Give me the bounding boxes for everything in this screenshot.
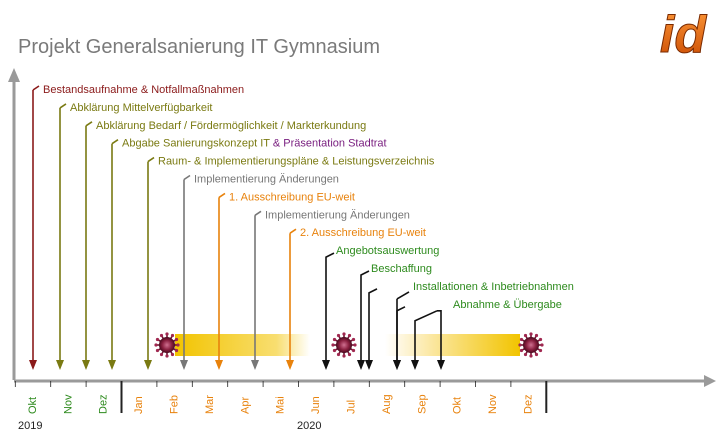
- logo-text: id: [660, 6, 707, 64]
- month-label: Mai: [275, 396, 287, 414]
- milestone-label: 2. Ausschreibung EU-weit: [300, 227, 426, 239]
- milestone-label-part: & Präsentation Stadtrat: [270, 138, 387, 150]
- month-label: Jun: [310, 396, 322, 414]
- phase-bar-2: [385, 334, 520, 356]
- milestone-label: Angebotsauswertung: [336, 245, 439, 257]
- milestone-label: 1. Ausschreibung EU-weit: [229, 191, 355, 203]
- milestone: Implementierung Änderungen: [251, 209, 410, 370]
- month-label: Sep: [416, 394, 428, 414]
- month-label: Jan: [133, 396, 145, 414]
- milestone-label: Abnahme & Übergabe: [453, 299, 562, 311]
- milestone: Abklärung Bedarf / Fördermöglichkeit / M…: [82, 120, 366, 370]
- x-axis-arrow: [704, 375, 716, 387]
- milestone-label: Implementierung Änderungen: [194, 173, 339, 185]
- month-label: Feb: [169, 395, 181, 414]
- page-title: Projekt Generalsanierung IT Gymnasium: [18, 36, 381, 58]
- virus-icon: [331, 332, 357, 358]
- milestone-label: Abklärung Mittelverfügbarkeit: [70, 102, 212, 114]
- year-label-2020: 2020: [297, 420, 322, 432]
- month-label: Nov: [62, 394, 74, 414]
- month-label: Nov: [487, 394, 499, 414]
- month-label: Dez: [98, 394, 110, 414]
- milestone-label: Beschaffung: [371, 263, 432, 275]
- month-label: Apr: [239, 397, 251, 414]
- milestone: Angebotsauswertung: [322, 245, 439, 370]
- phase-bar-1: [175, 334, 310, 356]
- month-label: Aug: [381, 394, 393, 414]
- logo: id: [652, 6, 714, 65]
- month-dividers: [14, 381, 548, 413]
- milestone: Bestandsaufnahme & Notfallmaßnahmen: [29, 84, 244, 370]
- milestone: Abklärung Mittelverfügbarkeit: [56, 102, 212, 370]
- milestone: 1. Ausschreibung EU-weit: [215, 191, 355, 370]
- milestone-label: Installationen & Inbetriebnahmen: [413, 281, 574, 293]
- milestone-label: Bestandsaufnahme & Notfallmaßnahmen: [43, 84, 244, 96]
- milestone: Abnahme & Übergabe: [393, 299, 562, 370]
- month-label: Okt: [452, 397, 464, 414]
- milestone-label: Raum- & Implementierungspläne & Leistung…: [158, 156, 435, 168]
- y-axis-arrow: [8, 68, 20, 82]
- virus-icon: [518, 332, 544, 358]
- milestone: Beschaffung: [357, 263, 432, 370]
- virus-icon: [154, 332, 180, 358]
- year-label-2019: 2019: [18, 420, 43, 432]
- milestone: 2. Ausschreibung EU-weit: [286, 227, 426, 370]
- milestone-label: Implementierung Änderungen: [265, 209, 410, 221]
- milestone-label: Abgabe Sanierungskonzept IT & Präsentati…: [122, 138, 387, 150]
- month-label: Mar: [204, 395, 216, 414]
- month-label: Dez: [523, 394, 535, 414]
- month-label: Okt: [27, 397, 39, 414]
- milestone: Abgabe Sanierungskonzept IT & Präsentati…: [108, 138, 387, 370]
- milestone: Raum- & Implementierungspläne & Leistung…: [144, 156, 435, 370]
- milestone: Implementierung Änderungen: [180, 173, 339, 370]
- milestone-label: Abklärung Bedarf / Fördermöglichkeit / M…: [96, 120, 366, 132]
- month-label: Jul: [346, 400, 358, 414]
